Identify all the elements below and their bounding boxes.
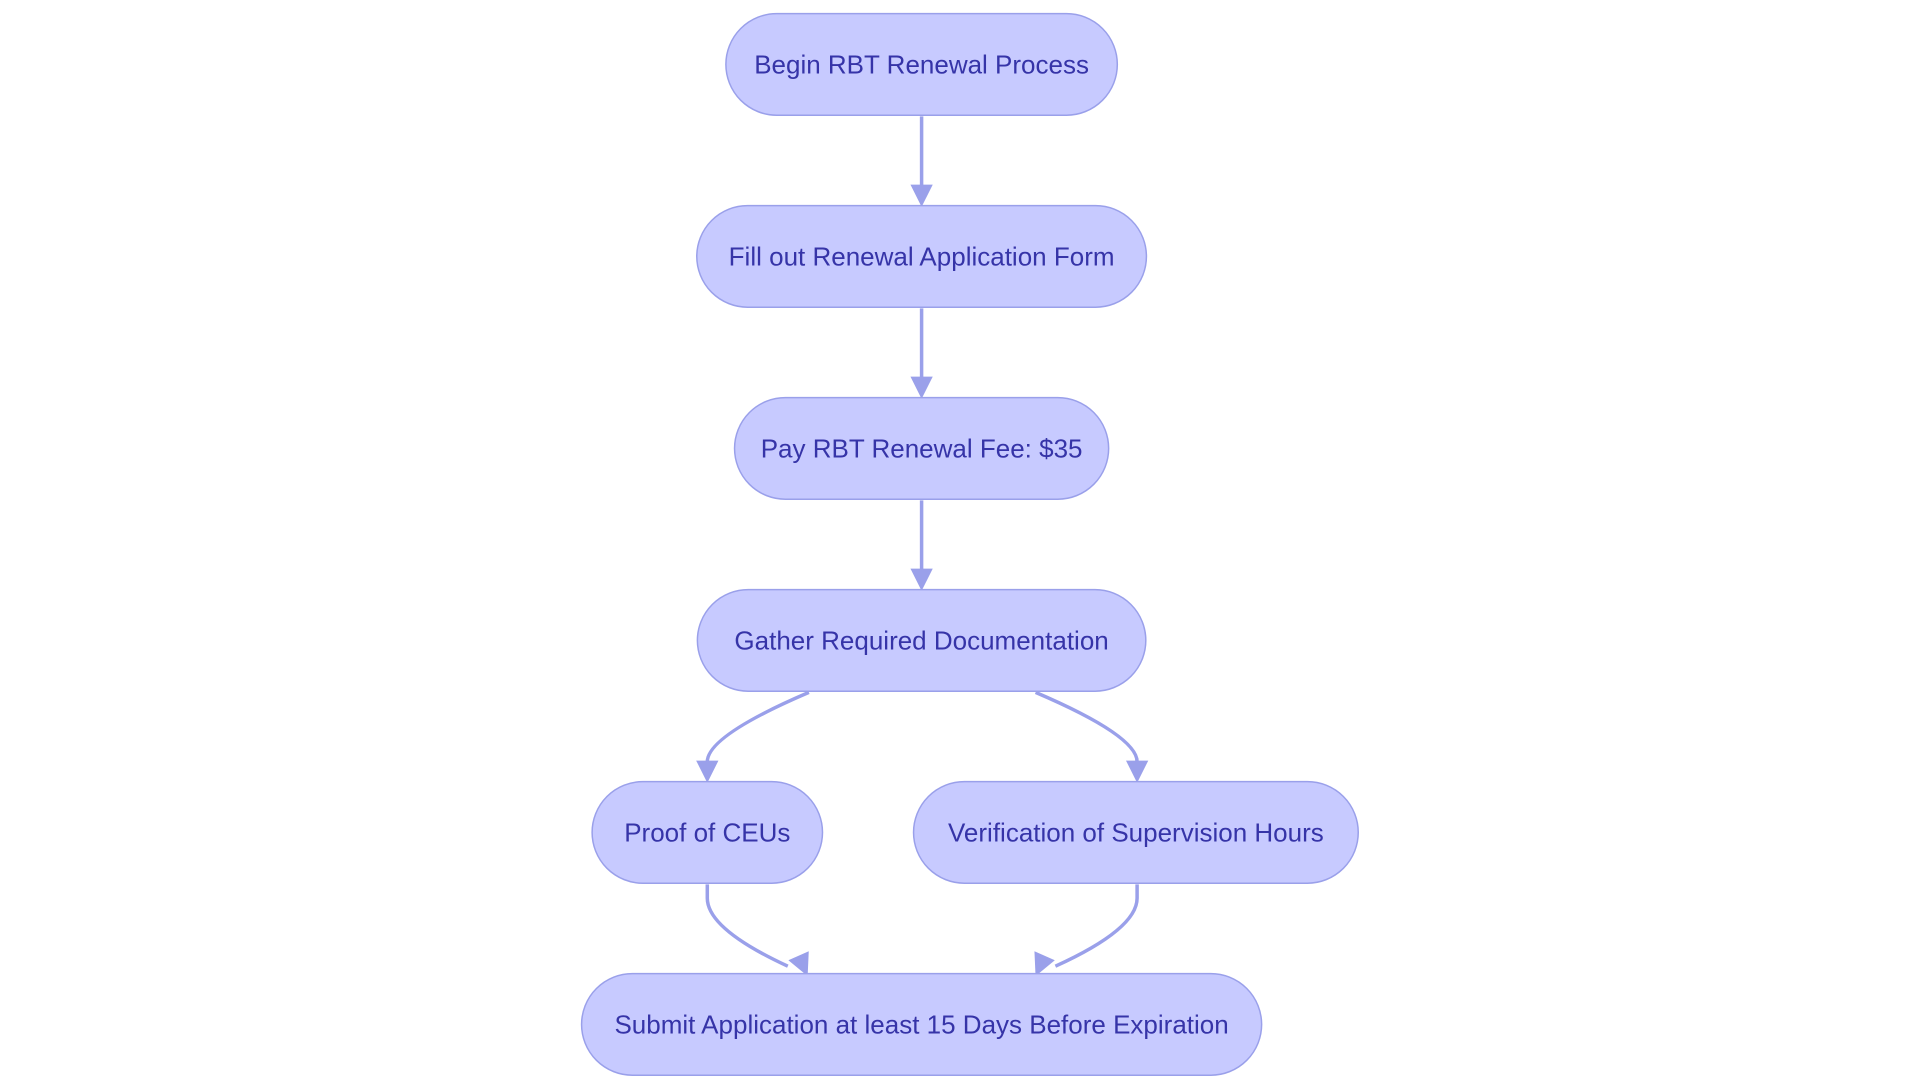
edge-gather-to-ceus [696,690,810,783]
node-label: Begin RBT Renewal Process [754,49,1089,79]
node-box [725,12,1119,116]
node-label: Verification of Supervision Hours [948,817,1324,847]
node-box [912,780,1359,884]
node-label: Pay RBT Renewal Fee: $35 [761,433,1083,463]
edge-line [705,690,810,763]
node-box [591,780,824,884]
edge-gather-to-supervision [1034,690,1149,783]
edge-line [705,884,789,968]
edge-pay-to-gather [910,500,933,591]
arrowhead-icon [1125,760,1149,783]
node-box [733,396,1110,500]
node-supervision: Verification of Supervision Hours [912,780,1359,884]
edge-begin-to-fill [910,116,933,207]
node-label: Gather Required Documentation [734,625,1108,655]
arrowhead-icon [1034,951,1055,977]
node-submit: Submit Application at least 15 Days Befo… [580,972,1263,1076]
node-label: Proof of CEUs [624,817,790,847]
node-begin: Begin RBT Renewal Process [725,12,1119,116]
edge-supervision-to-submit [1034,884,1139,977]
node-ceus: Proof of CEUs [591,780,824,884]
edge-fill-to-pay [910,308,933,399]
node-label: Fill out Renewal Application Form [729,241,1115,271]
edge-ceus-to-submit [705,884,809,977]
arrowhead-icon [910,184,933,207]
edges-layer [696,116,1149,977]
node-box [580,972,1263,1076]
edge-line [1034,690,1139,763]
node-label: Submit Application at least 15 Days Befo… [614,1009,1228,1039]
node-box [696,588,1147,692]
edge-line [1054,884,1139,968]
node-pay: Pay RBT Renewal Fee: $35 [733,396,1110,500]
arrowhead-icon [910,568,933,591]
arrowhead-icon [788,951,809,977]
node-fill: Fill out Renewal Application Form [696,204,1148,308]
node-box [696,204,1148,308]
arrowhead-icon [696,760,719,783]
arrowhead-icon [910,376,933,399]
node-gather: Gather Required Documentation [696,588,1147,692]
